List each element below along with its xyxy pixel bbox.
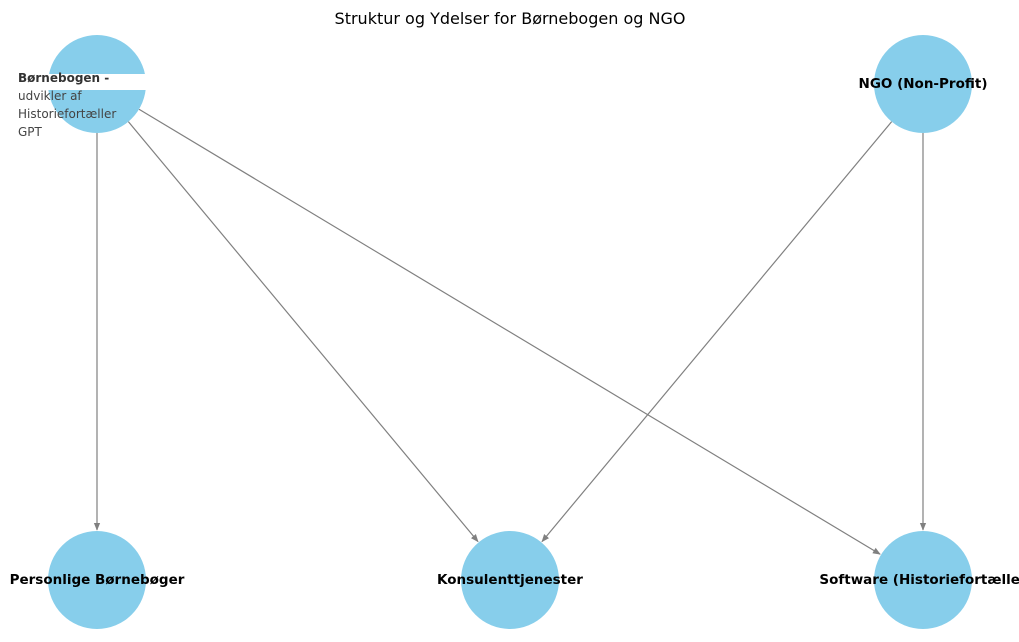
- note-line-1: Børnebogen -: [18, 71, 109, 85]
- node-circle-ngo: [874, 35, 972, 133]
- nodes-layer: NGO (Non-Profit) Personlige Børnebøger Kon…: [10, 35, 1019, 629]
- overlay-note: Børnebogen - udvikler af Historiefortæll…: [18, 71, 116, 139]
- node-konsulent: Konsulenttjenester: [437, 531, 583, 629]
- node-label-ngo: NGO (Non-Profit): [859, 76, 988, 92]
- diagram-title: Struktur og Ydelser for Børnebogen og NG…: [335, 9, 686, 28]
- node-personlige: Personlige Børnebøger: [10, 531, 185, 629]
- node-circle-personlige: [48, 531, 146, 629]
- node-circle-software: [874, 531, 972, 629]
- edge-ngo-to-konsulent: [541, 121, 893, 543]
- node-ngo: NGO (Non-Profit): [859, 35, 988, 133]
- note-line-4: GPT: [18, 125, 43, 139]
- note-line-3: Historiefortæller: [18, 107, 116, 121]
- node-circle-konsulent: [461, 531, 559, 629]
- node-software: Software (Historiefortæller: [819, 531, 1019, 629]
- note-mask-band: [14, 74, 150, 90]
- edges-layer: [93, 108, 927, 555]
- node-label-personlige: Personlige Børnebøger: [10, 572, 185, 588]
- node-label-konsulent: Konsulenttjenester: [437, 572, 583, 588]
- edge-borneboger-to-konsulent: [127, 121, 479, 543]
- note-line-2: udvikler af: [18, 89, 82, 103]
- node-label-software: Software (Historiefortæller: [819, 572, 1019, 588]
- edge-borneboger-to-software: [138, 108, 881, 555]
